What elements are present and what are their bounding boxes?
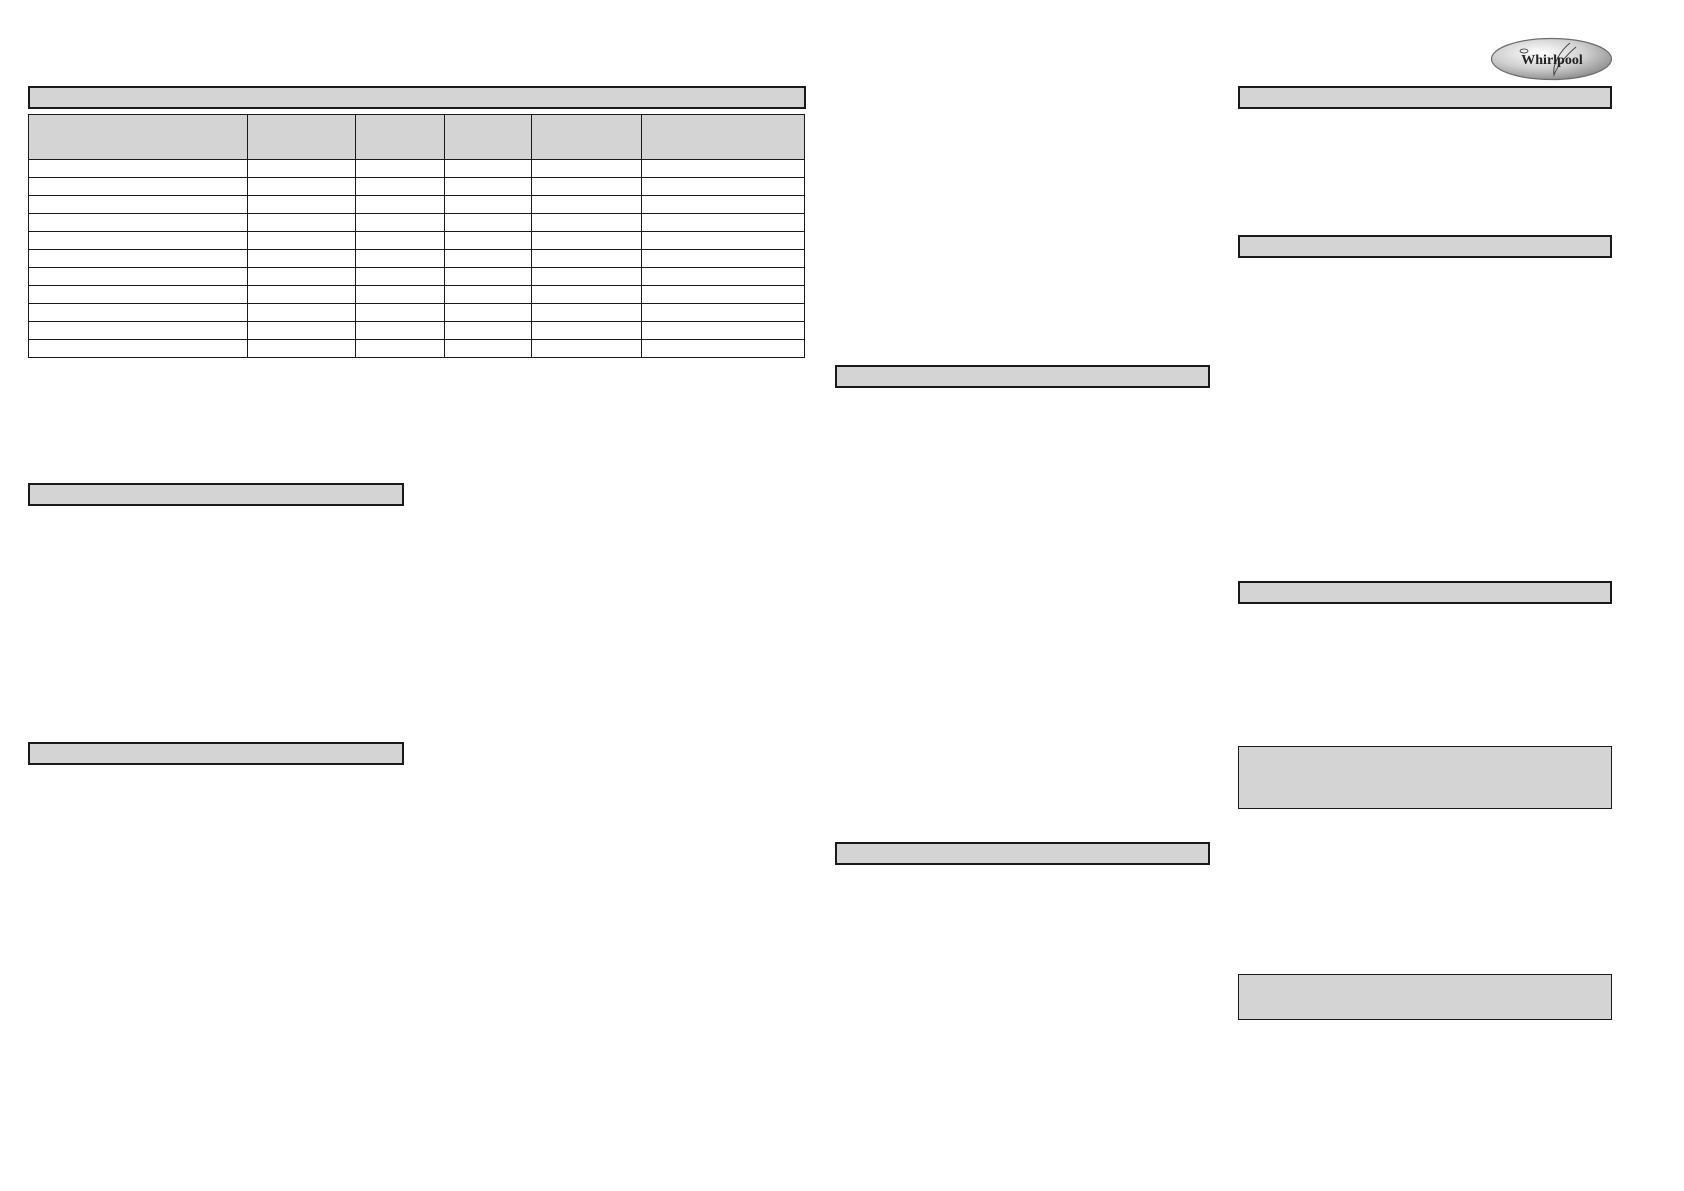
column-header xyxy=(444,114,532,160)
table-cell xyxy=(355,213,445,232)
table-cell xyxy=(355,339,445,358)
table-cell xyxy=(641,231,805,250)
table-cell xyxy=(444,321,532,340)
table-cell xyxy=(355,177,445,196)
right-section-header-2 xyxy=(1238,235,1612,258)
table-cell xyxy=(641,213,805,232)
table-cell xyxy=(444,303,532,322)
table-cell xyxy=(355,321,445,340)
column-header xyxy=(247,114,356,160)
right-section-box-4 xyxy=(1238,746,1612,809)
right-section-header-1 xyxy=(1238,86,1612,109)
table-cell xyxy=(28,249,248,268)
logo-text: Whirlpool xyxy=(1521,53,1583,68)
left-section-header-1 xyxy=(28,483,404,506)
table-cell xyxy=(444,177,532,196)
table-cell xyxy=(355,267,445,286)
left-section-header-2 xyxy=(28,742,404,765)
table-cell xyxy=(531,195,642,214)
table-cell xyxy=(247,159,356,178)
table-cell xyxy=(531,339,642,358)
table-cell xyxy=(444,339,532,358)
table-row xyxy=(28,195,805,214)
table-cell xyxy=(355,249,445,268)
table-cell xyxy=(444,159,532,178)
table-cell xyxy=(531,231,642,250)
table-cell xyxy=(641,267,805,286)
table-cell xyxy=(641,177,805,196)
table-cell xyxy=(355,231,445,250)
table-cell xyxy=(531,303,642,322)
table-cell xyxy=(444,249,532,268)
table-cell xyxy=(247,285,356,304)
table-cell xyxy=(28,231,248,250)
table-cell xyxy=(28,303,248,322)
table-cell xyxy=(531,159,642,178)
table-title-bar xyxy=(28,86,806,109)
table-header-row xyxy=(28,114,805,160)
table-cell xyxy=(444,285,532,304)
table-cell xyxy=(28,195,248,214)
table-row xyxy=(28,285,805,304)
table-row xyxy=(28,231,805,250)
table-cell xyxy=(444,267,532,286)
table-cell xyxy=(247,267,356,286)
whirlpool-logo: Whirlpool xyxy=(1490,37,1613,81)
table-cell xyxy=(28,285,248,304)
table-cell xyxy=(355,303,445,322)
table-row xyxy=(28,303,805,322)
table-row xyxy=(28,213,805,232)
table-row xyxy=(28,321,805,340)
right-section-box-5 xyxy=(1238,974,1612,1020)
table-cell xyxy=(641,303,805,322)
table-cell xyxy=(355,159,445,178)
table-cell xyxy=(28,339,248,358)
middle-section-header-2 xyxy=(835,842,1210,865)
table-cell xyxy=(531,213,642,232)
table-cell xyxy=(531,249,642,268)
table-cell xyxy=(641,339,805,358)
table-cell xyxy=(28,213,248,232)
table-cell xyxy=(28,321,248,340)
table-cell xyxy=(28,267,248,286)
table-cell xyxy=(531,177,642,196)
table-row xyxy=(28,267,805,286)
table-cell xyxy=(641,195,805,214)
table-cell xyxy=(444,213,532,232)
table-cell xyxy=(247,321,356,340)
table-cell xyxy=(641,159,805,178)
table-cell xyxy=(444,231,532,250)
table-cell xyxy=(247,249,356,268)
table-row xyxy=(28,177,805,196)
table-cell xyxy=(444,195,532,214)
column-header xyxy=(355,114,445,160)
table-cell xyxy=(28,159,248,178)
table-cell xyxy=(355,195,445,214)
table-cell xyxy=(531,321,642,340)
table-row xyxy=(28,249,805,268)
column-header xyxy=(531,114,642,160)
middle-section-header-1 xyxy=(835,365,1210,388)
spec-table xyxy=(28,114,805,358)
table-cell xyxy=(28,177,248,196)
table-cell xyxy=(247,231,356,250)
table-cell xyxy=(355,285,445,304)
table-cell xyxy=(641,321,805,340)
table-row xyxy=(28,339,805,358)
table-cell xyxy=(247,339,356,358)
table-cell xyxy=(247,177,356,196)
right-section-header-3 xyxy=(1238,581,1612,604)
table-cell xyxy=(531,267,642,286)
table-cell xyxy=(247,213,356,232)
table-cell xyxy=(531,285,642,304)
table-cell xyxy=(641,249,805,268)
column-header xyxy=(28,114,248,160)
table-cell xyxy=(247,195,356,214)
table-row xyxy=(28,159,805,178)
table-cell xyxy=(247,303,356,322)
table-cell xyxy=(641,285,805,304)
column-header xyxy=(641,114,805,160)
